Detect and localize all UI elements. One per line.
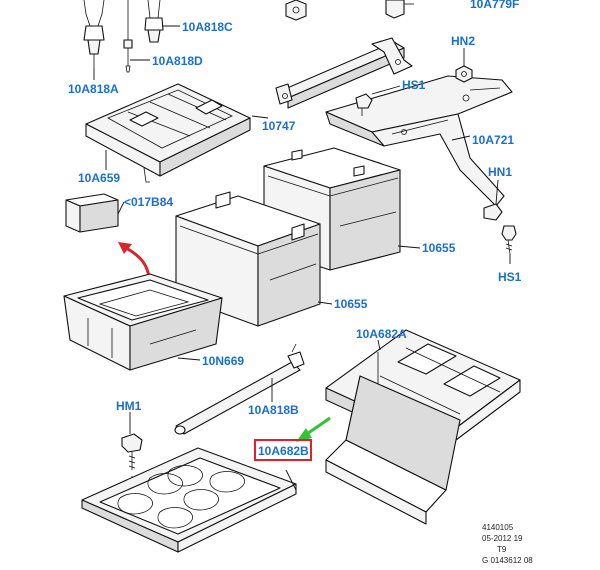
top-brackets <box>285 0 414 21</box>
battery-leaders <box>317 245 421 305</box>
highlight-box <box>254 439 312 461</box>
label-hm1: HM1 <box>116 399 142 413</box>
fasteners-hn1-hs1 <box>483 179 517 264</box>
label-hs1-top: HS1 <box>402 78 426 92</box>
battery-cover-part <box>85 83 251 183</box>
base-plate-part <box>81 447 297 553</box>
foam-block-part <box>65 193 119 233</box>
label-10a818a: 10A818A <box>68 82 119 96</box>
green-arrow <box>296 416 331 442</box>
label-10a818d: 10A818D <box>152 54 203 68</box>
footer-line-4: G 0143612 08 <box>482 556 533 565</box>
label-hn1: HN1 <box>488 165 512 179</box>
label-10747: 10747 <box>262 119 296 133</box>
screw-hs1-top <box>355 85 401 116</box>
nut-hn2 <box>455 48 473 83</box>
label-10a721: 10A721 <box>472 133 514 147</box>
battery-cable-terminals <box>83 0 180 73</box>
label-10a659: 10A659 <box>78 171 120 185</box>
label-10n669: 10N669 <box>202 354 244 368</box>
label-10a682b: 10A682B <box>258 444 309 458</box>
lower-tray-10a682b <box>325 375 461 525</box>
footer-line-1: 4140105 <box>482 523 514 532</box>
leader-lines <box>93 68 471 491</box>
label-10a682a: 10A682A <box>356 327 407 341</box>
label-10655-rear: 10655 <box>422 241 456 255</box>
battery-tray-part <box>63 273 223 371</box>
label-10a779f: 10A779F <box>470 0 519 11</box>
label-10a818b: 10A818B <box>248 403 299 417</box>
label-017b84: <017B84 <box>124 195 173 209</box>
vent-tube-part <box>174 343 305 435</box>
label-10a818c: 10A818C <box>182 20 233 34</box>
battery-clamp-part <box>275 37 413 109</box>
label-10655-front: 10655 <box>334 297 368 311</box>
footer-line-3: T9 <box>497 545 507 554</box>
label-hn2: HN2 <box>451 34 475 48</box>
footer-line-2: 05-2012 19 <box>482 534 523 543</box>
label-hs1-bottom: HS1 <box>498 270 522 284</box>
